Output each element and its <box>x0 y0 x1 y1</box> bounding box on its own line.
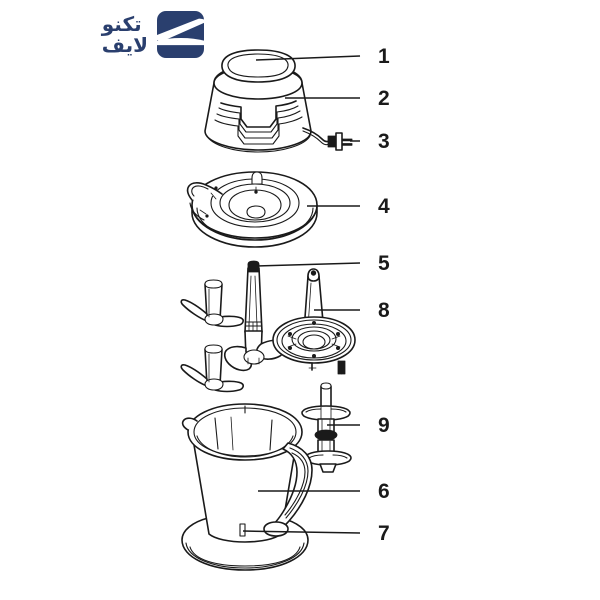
callout-6[interactable]: 6 <box>378 480 390 503</box>
callout-9[interactable]: 9 <box>378 414 390 437</box>
brand-name-line2: لايف <box>101 32 148 57</box>
callout-1[interactable]: 1 <box>378 45 390 68</box>
callout-3[interactable]: 3 <box>378 130 390 153</box>
part-processing-bowl <box>181 403 313 571</box>
part-blade-shaft <box>223 260 287 372</box>
part-whisk-disc <box>272 268 356 375</box>
part-bowl-lid <box>186 171 318 248</box>
callout-7[interactable]: 7 <box>378 522 390 545</box>
part-blade-lower <box>180 344 244 393</box>
part-drive-coupling <box>301 382 352 473</box>
swoosh-bottom-shape <box>157 37 204 46</box>
part-motor-unit <box>204 49 353 153</box>
power-plug-icon <box>327 132 353 151</box>
brand-wordmark: تكنو لايف <box>102 14 148 55</box>
callout-5[interactable]: 5 <box>378 252 390 275</box>
callout-8[interactable]: 8 <box>378 299 390 322</box>
brand-mark-icon <box>157 10 204 58</box>
callout-2[interactable]: 2 <box>378 87 390 110</box>
brand-name-line1: تكنو <box>101 11 142 36</box>
leader-lines <box>242 55 361 534</box>
brand-logo: تكنو لايف <box>34 6 204 62</box>
callout-4[interactable]: 4 <box>378 195 390 218</box>
part-blade-upper <box>180 279 244 328</box>
